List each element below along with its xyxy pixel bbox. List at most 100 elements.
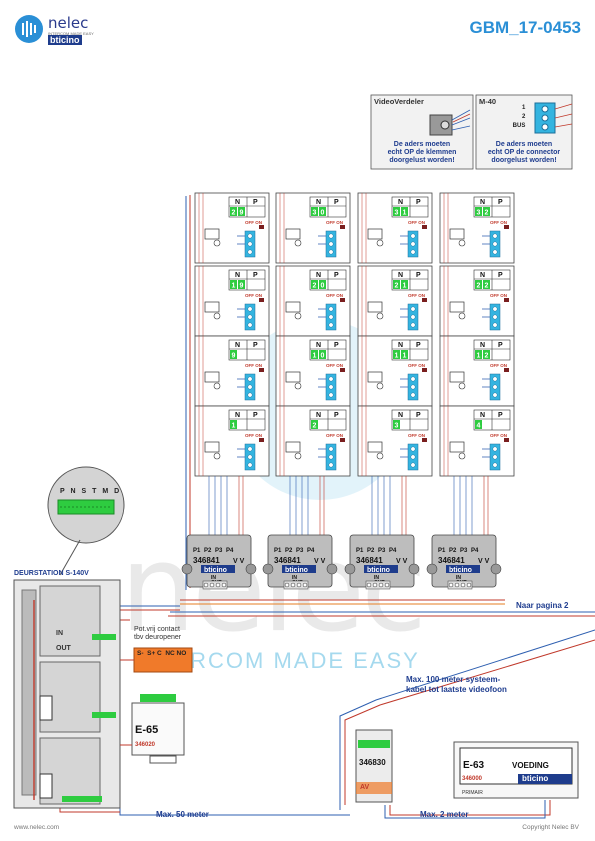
address-digit: 3: [395, 210, 399, 217]
np-label: P: [416, 412, 421, 419]
vv-label: V V: [233, 558, 245, 565]
address-digit: 1: [403, 353, 407, 360]
vv-label: V V: [396, 558, 408, 565]
port-label: P4: [226, 548, 234, 554]
terminal-label: N: [70, 488, 78, 495]
terminal-label: M: [102, 488, 111, 495]
np-label: P: [334, 412, 339, 419]
m40-title: M-40: [479, 97, 497, 106]
np-label: N: [316, 272, 321, 279]
in-label: IN: [374, 575, 379, 581]
offon-label: OFF ON: [490, 220, 507, 225]
np-label: P: [253, 199, 258, 206]
nelec-logo: nelec INTERCOM MADE EASY bticino: [14, 14, 124, 45]
offon-label: OFF ON: [245, 293, 262, 298]
drop-wires: [208, 476, 228, 535]
door-station-title: DEURSTATION S-140V: [14, 570, 89, 577]
address-digit: 2: [395, 283, 399, 290]
np-label: P: [253, 342, 258, 349]
port-label: P2: [285, 548, 293, 554]
pin-label: 2: [522, 114, 526, 120]
port-label: P4: [389, 548, 397, 554]
door-station: [13, 579, 121, 809]
videoverdeler-title: VideoVerdeler: [374, 97, 424, 106]
port-label: P4: [307, 548, 315, 554]
address-digit: 2: [485, 283, 489, 290]
e63-power-supply: [453, 741, 579, 799]
e65-module: [120, 694, 185, 764]
note-line: doorgelust worden!: [389, 157, 455, 164]
offon-label: OFF ON: [408, 220, 425, 225]
np-label: P: [498, 199, 503, 206]
m40-pins: 1 2 BUS: [513, 104, 526, 131]
address-digit: 2: [232, 210, 236, 217]
bticino-label: bticino: [285, 567, 308, 574]
relay-note-line: tbv deuropener: [134, 634, 182, 641]
np-label: N: [398, 412, 403, 419]
address-digit: 9: [232, 353, 236, 360]
np-label: P: [416, 342, 421, 349]
np-label: P: [498, 412, 503, 419]
interface-av: AV: [360, 784, 370, 791]
vv-label: V V: [314, 558, 326, 565]
offon-label: OFF ON: [408, 363, 425, 368]
e63-code: 346000: [462, 776, 483, 782]
interface-code: 346830: [359, 758, 386, 767]
address-digit: 2: [313, 283, 317, 290]
offon-label: OFF ON: [490, 363, 507, 368]
e65-code: 346020: [135, 742, 156, 748]
np-label: N: [398, 272, 403, 279]
np-label: P: [253, 412, 258, 419]
offon-label: OFF ON: [326, 293, 343, 298]
note-line: doorgelust worden!: [491, 157, 557, 164]
drop-wires: [289, 476, 309, 535]
relay-terminal-labels: S- S+ C NC NO: [137, 650, 187, 657]
address-digit: 1: [395, 353, 399, 360]
terminal-label: S: [81, 488, 89, 495]
address-digit: 2: [313, 423, 317, 430]
door-terminal-labels: P N S T M D: [60, 488, 121, 495]
offon-label: OFF ON: [408, 293, 425, 298]
np-label: P: [416, 199, 421, 206]
offon-label: OFF ON: [326, 433, 343, 438]
document-code: GBM_17-0453: [469, 18, 581, 37]
terminal-zoom-circle: [47, 466, 125, 576]
offon-label: OFF ON: [245, 363, 262, 368]
brand-tagline: INTERCOM MADE EASY: [48, 31, 94, 36]
np-label: N: [398, 199, 403, 206]
np-label: P: [334, 199, 339, 206]
note-line: echt OP de connector: [487, 149, 561, 156]
address-digit: 1: [403, 210, 407, 217]
footer-website: www.nelec.com: [14, 824, 60, 831]
np-label: P: [416, 272, 421, 279]
bticino-label: bticino: [449, 567, 472, 574]
port-label: P1: [274, 548, 282, 554]
port-label: P3: [378, 548, 386, 554]
offon-label: OFF ON: [245, 220, 262, 225]
np-label: N: [235, 412, 240, 419]
address-digit: 0: [321, 210, 325, 217]
m40-note: De aders moeten echt OP de connector doo…: [476, 141, 572, 165]
address-digit: 2: [485, 353, 489, 360]
in-label: IN: [292, 575, 297, 581]
port-label: P3: [460, 548, 468, 554]
address-digit: 0: [321, 283, 325, 290]
videoverdeler-note-box: [370, 94, 474, 170]
address-digit: 3: [477, 210, 481, 217]
address-digit: 4: [477, 423, 481, 430]
address-digit: 2: [485, 210, 489, 217]
e63-brand: bticino: [522, 774, 549, 783]
address-digit: 3: [313, 210, 317, 217]
